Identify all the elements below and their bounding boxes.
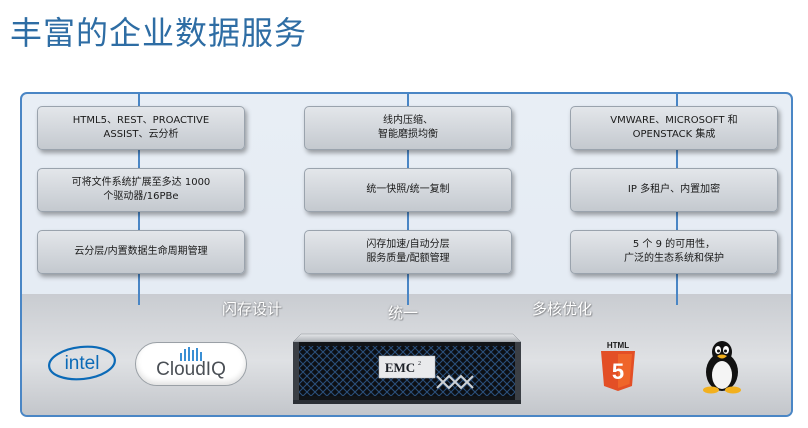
feature-box-snapshot: 统一快照/统一复制 (304, 168, 512, 212)
svg-text:HTML: HTML (607, 341, 629, 350)
feature-box-availability: 5 个 9 的可用性， 广泛的生态系统和保护 (570, 230, 778, 274)
cloudiq-wordmark: CloudIQ (156, 359, 226, 380)
svg-text:intel: intel (65, 353, 100, 374)
svg-text:2: 2 (418, 361, 421, 367)
cloudiq-logo: CloudIQ (135, 342, 247, 386)
svg-text:EMC: EMC (385, 360, 415, 375)
label-flash-design: 闪存设计 (222, 300, 283, 318)
feature-box-file-system: 可将文件系统扩展至多达 1000 个驱动器/16PBe (37, 168, 245, 212)
label-multicore: 多核优化 (532, 300, 593, 318)
page-title: 丰富的企业数据服务 (10, 14, 308, 52)
linux-tux-icon (703, 341, 741, 394)
emc-unity-server: EMC 2 (292, 333, 522, 404)
feature-box-html5-rest: HTML5、REST、PROACTIVE ASSIST、云分析 (37, 106, 245, 150)
intel-logo: intel (48, 345, 116, 381)
svg-text:5: 5 (612, 359, 624, 384)
feature-box-cloud-tiering: 云分层/内置数据生命周期管理 (37, 230, 245, 274)
cloudiq-waveform-icon (180, 347, 202, 361)
label-unified: 统一 (388, 304, 419, 322)
feature-box-inline-compression: 线内压缩、 智能磨损均衡 (304, 106, 512, 150)
html5-logo: HTML 5 (601, 341, 635, 391)
feature-box-flash-acceleration: 闪存加速/自动分层 服务质量/配额管理 (304, 230, 512, 274)
feature-box-multitenant: IP 多租户、内置加密 (570, 168, 778, 212)
feature-box-vmware-integration: VMWARE、MICROSOFT 和 OPENSTACK 集成 (570, 106, 778, 150)
